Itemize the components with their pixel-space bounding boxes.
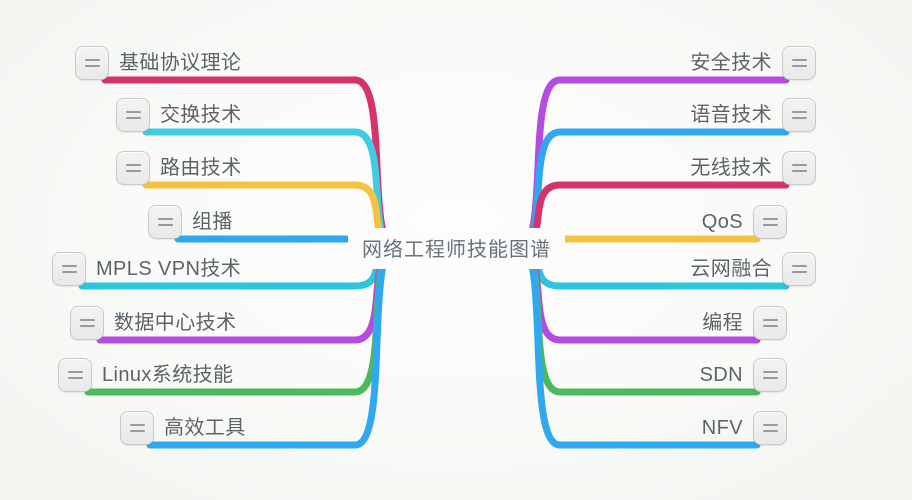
branch-node-right-node[interactable]: 安全技术 (676, 46, 816, 80)
branch-node-right-node[interactable]: 云网融合 (676, 252, 816, 286)
equals-icon-bar-top (791, 59, 807, 61)
equals-icon-handle-left-0[interactable] (75, 46, 109, 80)
branch-node-left-linux[interactable]: Linux系统技能 (58, 358, 233, 392)
equals-icon-bar-bottom (67, 377, 83, 379)
branch-label: 无线技术 (690, 157, 772, 179)
branch-label: NFV (701, 417, 743, 439)
equals-icon-bar-top (762, 371, 778, 373)
equals-icon-handle-right-4[interactable] (782, 252, 816, 286)
branch-label: QoS (701, 211, 743, 233)
equals-icon-bar-top (67, 371, 83, 373)
branch-label: 安全技术 (690, 52, 772, 74)
branch-node-right-node[interactable]: 编程 (676, 306, 787, 340)
branch-node-left-node[interactable]: 高效工具 (120, 411, 246, 445)
branch-label: 云网融合 (690, 258, 772, 280)
branch-label: 高效工具 (164, 417, 246, 439)
equals-icon-bar-bottom (762, 224, 778, 226)
equals-icon-bar-bottom (791, 117, 807, 119)
equals-icon-bar-top (129, 424, 145, 426)
branch-node-right-sdn[interactable]: SDN (676, 358, 787, 392)
center-node[interactable]: 网络工程师技能图谱 (348, 228, 565, 269)
branch-node-right-nfv[interactable]: NFV (676, 411, 787, 445)
equals-icon-bar-bottom (79, 325, 95, 327)
equals-icon-bar-bottom (762, 430, 778, 432)
branch-node-right-qos[interactable]: QoS (676, 205, 787, 239)
branch-label: 编程 (702, 312, 743, 334)
equals-icon-bar-top (79, 319, 95, 321)
equals-icon-handle-left-4[interactable] (52, 252, 86, 286)
branch-node-left-node[interactable]: 基础协议理论 (75, 46, 241, 80)
branch-label: 路由技术 (160, 157, 242, 179)
branch-node-left-node[interactable]: 数据中心技术 (70, 306, 236, 340)
equals-icon-bar-bottom (84, 65, 100, 67)
branch-node-right-node[interactable]: 语音技术 (676, 98, 816, 132)
equals-icon-handle-left-3[interactable] (148, 205, 182, 239)
equals-icon-handle-right-0[interactable] (782, 46, 816, 80)
equals-icon-bar-bottom (125, 170, 141, 172)
equals-icon-handle-left-1[interactable] (116, 98, 150, 132)
equals-icon-handle-right-6[interactable] (753, 358, 787, 392)
equals-icon-handle-right-5[interactable] (753, 306, 787, 340)
equals-icon-bar-bottom (157, 224, 173, 226)
branch-node-right-node[interactable]: 无线技术 (676, 151, 816, 185)
branch-node-left-node[interactable]: 路由技术 (116, 151, 242, 185)
branch-label: 交换技术 (160, 104, 242, 126)
equals-icon-bar-top (791, 265, 807, 267)
equals-icon-bar-bottom (129, 430, 145, 432)
equals-icon-bar-bottom (791, 65, 807, 67)
equals-icon-bar-bottom (791, 170, 807, 172)
equals-icon-handle-left-2[interactable] (116, 151, 150, 185)
equals-icon-bar-top (762, 319, 778, 321)
equals-icon-handle-right-1[interactable] (782, 98, 816, 132)
equals-icon-handle-right-7[interactable] (753, 411, 787, 445)
branch-label: Linux系统技能 (102, 364, 234, 386)
branch-label: MPLS VPN技术 (96, 258, 242, 280)
equals-icon-handle-left-6[interactable] (58, 358, 92, 392)
equals-icon-bar-top (125, 164, 141, 166)
equals-icon-handle-right-2[interactable] (782, 151, 816, 185)
equals-icon-handle-right-3[interactable] (753, 205, 787, 239)
equals-icon-bar-top (791, 164, 807, 166)
branch-node-left-mpls-vpn[interactable]: MPLS VPN技术 (52, 252, 241, 286)
branch-label: 组播 (192, 211, 233, 233)
equals-icon-bar-bottom (61, 271, 77, 273)
branch-label: SDN (699, 364, 743, 386)
branch-label: 数据中心技术 (114, 312, 237, 334)
equals-icon-bar-bottom (125, 117, 141, 119)
equals-icon-bar-top (61, 265, 77, 267)
equals-icon-bar-bottom (762, 325, 778, 327)
equals-icon-bar-top (791, 111, 807, 113)
branch-node-left-node[interactable]: 交换技术 (116, 98, 242, 132)
branch-label: 语音技术 (690, 104, 772, 126)
equals-icon-bar-top (125, 111, 141, 113)
equals-icon-bar-top (157, 218, 173, 220)
equals-icon-handle-left-7[interactable] (120, 411, 154, 445)
equals-icon-handle-left-5[interactable] (70, 306, 104, 340)
branch-node-left-node[interactable]: 组播 (148, 205, 233, 239)
equals-icon-bar-bottom (762, 377, 778, 379)
branch-label: 基础协议理论 (119, 52, 242, 74)
equals-icon-bar-top (762, 424, 778, 426)
equals-icon-bar-top (84, 59, 100, 61)
equals-icon-bar-bottom (791, 271, 807, 273)
equals-icon-bar-top (762, 218, 778, 220)
